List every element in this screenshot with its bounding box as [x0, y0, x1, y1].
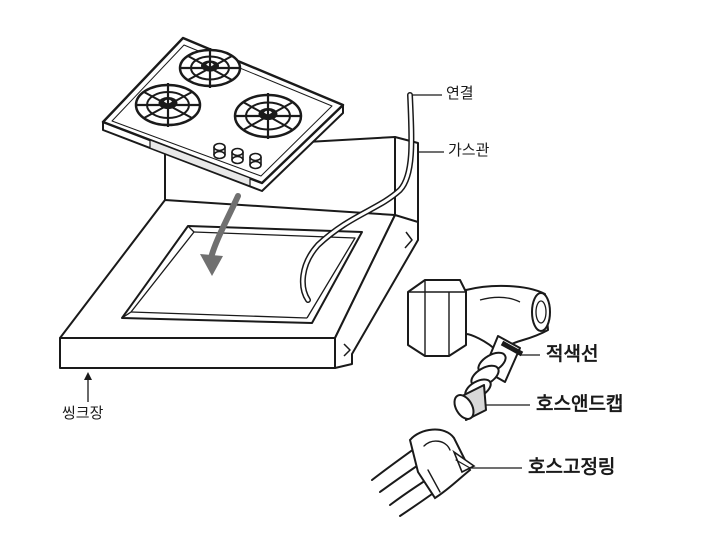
- knob-2: [231, 147, 244, 165]
- cabinet-right-face: [334, 214, 419, 369]
- knob-1: [213, 142, 226, 160]
- burner-right: [233, 93, 303, 139]
- burner-left: [134, 83, 202, 127]
- hose-connector: [407, 279, 551, 421]
- cooktop-body: [149, 139, 251, 187]
- cabinet-cutout: [121, 225, 363, 324]
- red-line-band: [500, 340, 524, 357]
- gas-pipe: [299, 92, 415, 303]
- label-hose-end-cap: 호스앤드캡: [536, 393, 624, 415]
- label-hose-ring: 호스고정링: [528, 456, 616, 478]
- label-gas-pipe: 가스관: [448, 141, 490, 159]
- label-red-line: 적색선: [546, 343, 599, 365]
- gas-cooktop: [101, 36, 345, 192]
- sink-cabinet: [59, 136, 419, 369]
- hex-nut: [407, 279, 467, 357]
- hose-ring: [408, 428, 472, 500]
- burner-back: [178, 48, 242, 88]
- leader-lines: [84, 94, 540, 469]
- label-connection: 연결: [446, 84, 474, 102]
- install-arrow: [200, 193, 241, 276]
- knob-3: [249, 152, 262, 170]
- hose-clamp: [371, 428, 476, 517]
- elbow-body: [465, 284, 549, 353]
- cabinet-front-face: [59, 337, 336, 369]
- control-knobs: [213, 142, 262, 170]
- label-sink-cabinet: 씽크장: [62, 404, 104, 422]
